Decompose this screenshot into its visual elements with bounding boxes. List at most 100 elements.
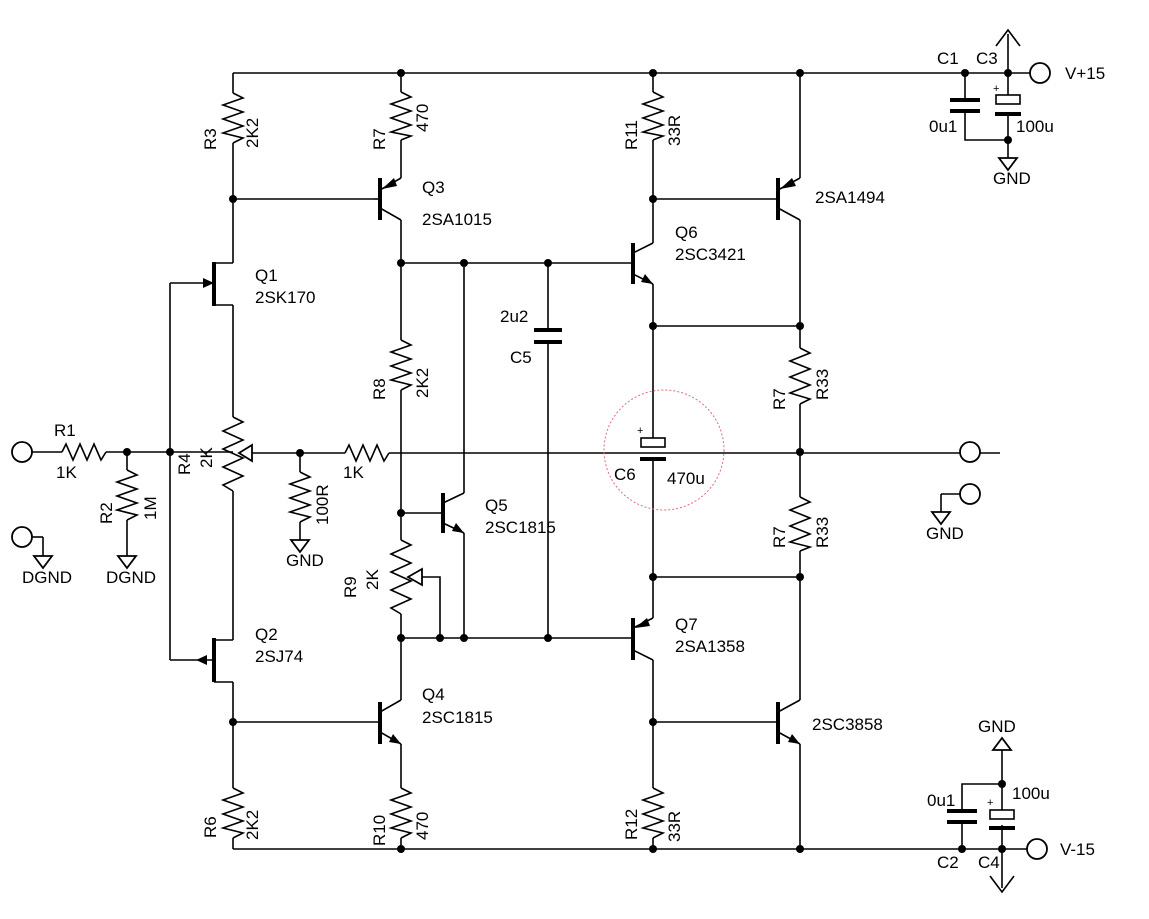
q-out-top-part: 2SA1494 [815,188,885,207]
dgnd-terminal: DGND [11,526,72,587]
input-terminal[interactable] [11,441,33,463]
q5-transistor: Q5 2SC1815 [440,492,556,537]
c1-value: 0u1 [929,117,957,136]
q-out-top-transistor: 2SA1494 [776,177,885,221]
gnd-label-100r: GND [286,551,324,570]
dgnd-label-r2: DGND [106,568,156,587]
r11-resistor: R11 33R [622,91,684,150]
r1-ref: R1 [54,421,76,440]
q1-part: 2SK170 [255,288,316,307]
q2-part: 2SJ74 [255,647,303,666]
q-out-bottom-part: 2SC3858 [812,715,883,734]
r-gnd-value: 100R [313,484,332,525]
r6-resistor: R6 2K2 [201,787,262,840]
q2-jfet: Q2 2SJ74 [196,625,303,683]
r8-value: 2K2 [413,368,432,398]
q6-transistor: Q6 2SC3421 [631,223,746,285]
c4-ref: C4 [978,853,1000,872]
q1-jfet: Q1 2SK170 [196,262,316,307]
r6-ref: R6 [201,816,220,838]
r7-top-resistor: R7 470 [370,91,432,150]
r3-resistor: R3 2K2 [201,92,262,150]
q4-part: 2SC1815 [422,708,493,727]
r12-resistor: R12 33R [622,787,684,842]
r7-out-b-value: R33 [813,517,832,548]
c6-polarity: + [637,425,643,437]
c5-value: 2u2 [500,307,528,326]
c6-highlight-circle [603,389,725,511]
gnd-symbol-100r [289,539,311,554]
q3-transistor: Q3 2SA1015 [374,177,492,229]
feedback-network: GND 100R 1K [286,443,1000,570]
r3-value: 2K2 [243,118,262,148]
r4-ref: R4 [175,453,194,475]
c6-ref: C6 [614,465,636,484]
c6-value: 470u [667,469,705,488]
vpos-terminal[interactable] [1029,62,1051,84]
r10-ref: R10 [370,815,389,846]
r7-top-value: 470 [413,104,432,132]
r9-value: 2K [363,569,382,590]
dgnd-symbol-r2 [116,555,138,570]
bottom-supply-decoupling: GND + 0u1 100u C2 C4 V-15 [927,717,1095,894]
supply-rails [233,72,1030,850]
q6-part: 2SC3421 [675,245,746,264]
r-series-value: 1K [343,463,364,482]
r10-value: 470 [413,812,432,840]
r3-ref: R3 [201,128,220,150]
r8-ref: R8 [370,378,389,400]
gnd-symbol-bottom [991,736,1013,751]
q7-transistor: Q7 2SA1358 [631,615,745,661]
q7-part: 2SA1358 [675,637,745,656]
output-section: GND [926,441,981,543]
r2-value: 1M [141,496,160,520]
r7-out-b-resistor: R7 R33 [770,496,832,552]
gnd-label-top: GND [993,169,1031,188]
r7-out-a-value: R33 [813,369,832,400]
q3-ref: Q3 [422,178,445,197]
r7-out-a-resistor: R7 R33 [770,347,832,410]
gnd-label-bottom: GND [978,717,1016,736]
gnd-symbol-top [997,157,1019,172]
q5-ref: Q5 [485,496,508,515]
r8-resistor: R8 2K2 [370,339,432,400]
q4-transistor: Q4 2SC1815 [378,685,493,745]
q6-ref: Q6 [675,223,698,242]
c4-value: 100u [1012,784,1050,803]
q4-ref: Q4 [422,685,445,704]
dgnd-label-left: DGND [22,568,72,587]
c2-ref: C2 [937,853,959,872]
c1-top-polarity: + [993,83,999,95]
q2-ref: Q2 [255,625,278,644]
r7-out-b-ref: R7 [770,526,789,548]
r11-ref: R11 [622,120,641,150]
c1-ref: C1 [937,49,959,68]
r9-potentiometer: R9 2K [341,539,441,638]
c5-ref: C5 [510,348,532,367]
output-terminal[interactable] [959,441,981,463]
c5-capacitor: 2u2 C5 [500,307,562,367]
r7-top-ref: R7 [370,128,389,150]
r11-value: 33R [665,115,684,146]
r12-value: 33R [665,811,684,842]
vneg-terminal[interactable] [1026,838,1048,860]
q7-ref: Q7 [675,615,698,634]
r7-out-a-ref: R7 [770,388,789,410]
c2-value: 0u1 [927,791,955,810]
gnd-symbol-output [930,511,952,526]
q3-part: 2SA1015 [422,210,492,229]
gnd-output-terminal[interactable] [959,483,981,505]
gnd-label-output: GND [926,524,964,543]
r10-resistor: R10 470 [370,787,432,846]
q5-part: 2SC1815 [485,518,556,537]
r4-potentiometer: R4 2K [175,416,300,492]
dgnd-terminal-circle[interactable] [11,526,33,548]
r1-value: 1K [56,463,77,482]
input-section: R1 1K R2 1M DGND [11,421,233,587]
top-supply-decoupling: GND + C1 0u1 C3 100u V+15 [929,28,1105,188]
q-out-bottom-transistor: 2SC3858 [776,699,883,745]
q1-ref: Q1 [255,266,278,285]
c3-value: 100u [1016,117,1054,136]
r6-value: 2K2 [243,810,262,840]
